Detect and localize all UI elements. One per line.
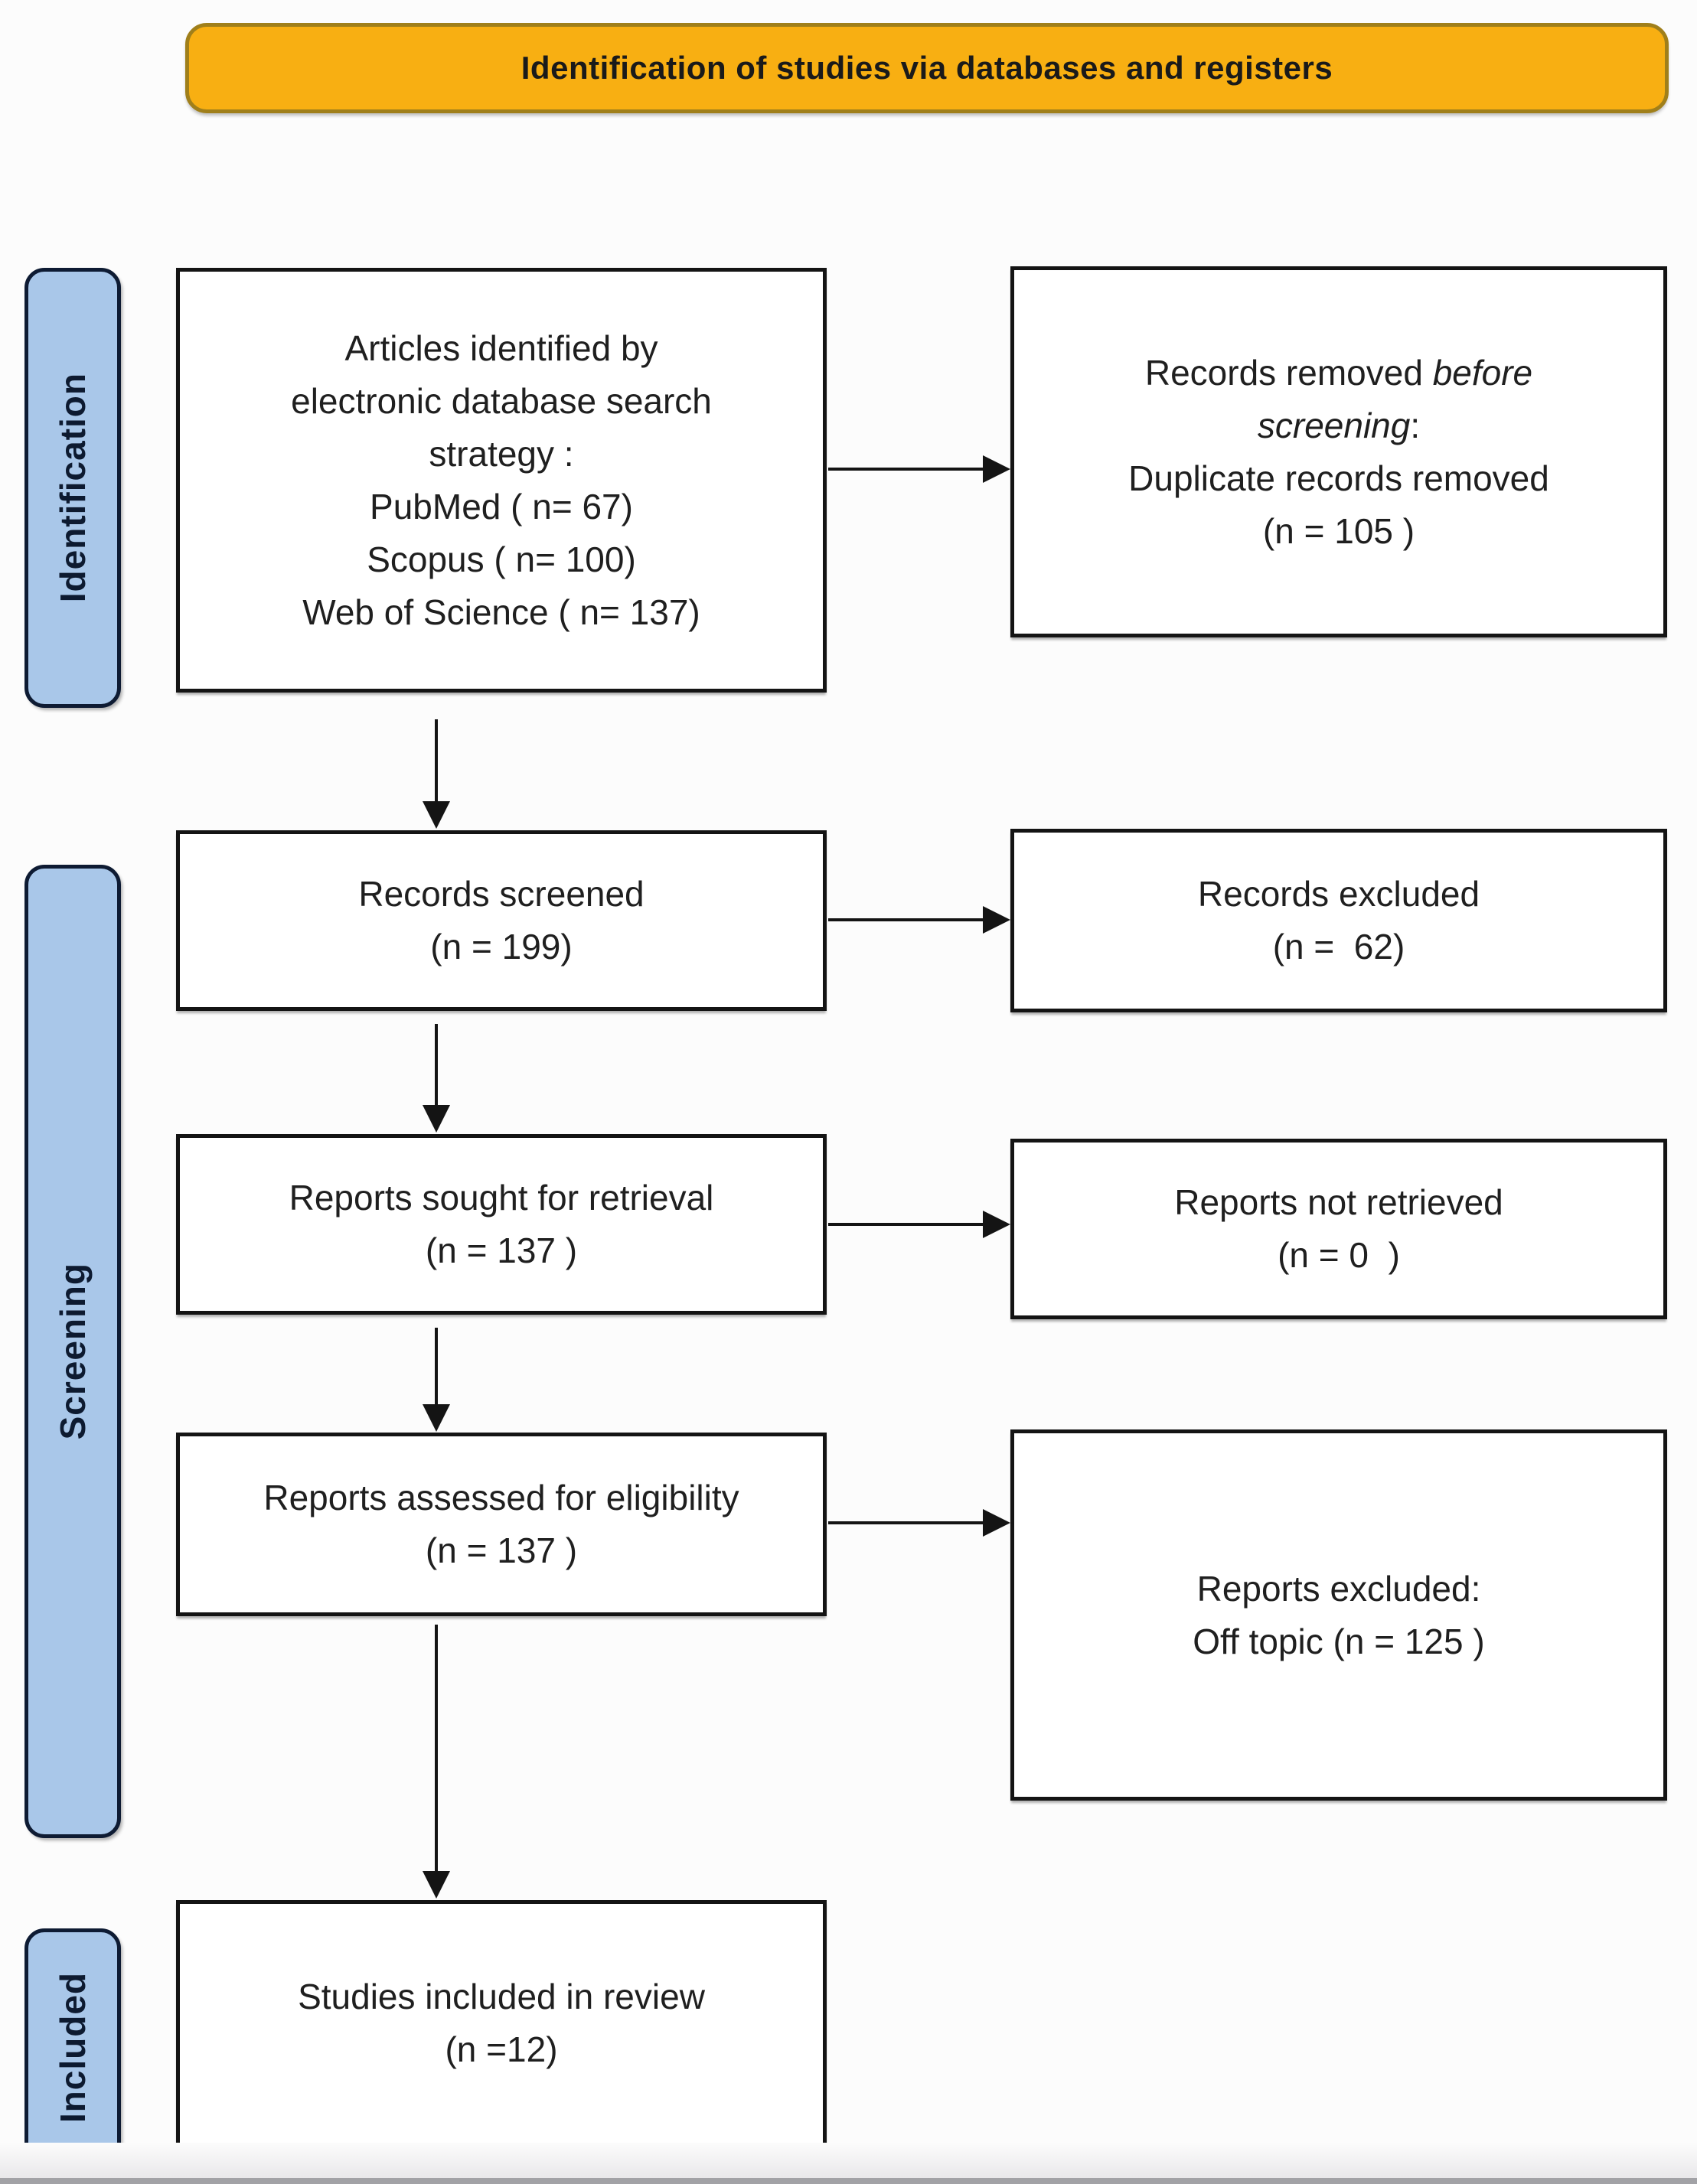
arrow-shaft [828,468,984,471]
box-text-line: electronic database search [291,380,712,421]
stage-label-text: Included [53,1972,93,2124]
arrow-shaft [828,1521,984,1524]
stage-label-identification: Identification [24,268,121,708]
stage-label-text: Identification [53,373,93,603]
arrow-shaft [828,1223,984,1226]
arrow-screened-to-excluded [828,906,1010,934]
stage-label-screening: Screening [24,865,121,1838]
box-text-line: (n = 199) [430,927,573,967]
box-text-line: Scopus ( n= 100) [367,539,636,579]
box-text-line: Reports assessed for eligibility [263,1478,739,1517]
stage-label-included: Included [24,1928,121,2167]
page-bottom-fade [0,2143,1697,2178]
box-text-line: screening: [1258,399,1420,452]
box-text-line: (n = 137 ) [425,1231,578,1270]
box-text-line: PubMed ( n= 67) [370,486,633,526]
box-text-line: Articles identified by [344,328,658,368]
arrow-assessed-to-included [423,1625,450,1899]
box-reports-not-retrieved: Reports not retrieved (n = 0 ) [1010,1139,1667,1319]
box-text-line: Studies included in review [298,1977,705,2016]
box-text-line: Reports sought for retrieval [289,1178,714,1217]
arrow-head-right-icon [983,455,1010,483]
box-articles-identified: Articles identified by electronic databa… [176,268,827,693]
text-segment: Records removed [1144,352,1433,393]
arrow-head-right-icon [983,906,1010,934]
box-reports-assessed: Reports assessed for eligibility (n = 13… [176,1433,827,1616]
arrow-head-down-icon [423,1404,450,1432]
box-reports-sought: Reports sought for retrieval (n = 137 ) [176,1134,827,1315]
arrow-head-down-icon [423,1105,450,1133]
box-text-line: Records removed before [1145,347,1532,399]
arrow-shaft [435,1328,438,1406]
arrow-screened-to-sought [423,1024,450,1133]
box-reports-excluded: Reports excluded: Off topic (n = 125 ) [1010,1429,1667,1801]
box-text-line: (n = 0 ) [1278,1235,1400,1275]
box-text-line: Reports not retrieved [1174,1182,1503,1222]
text-segment-italic: screening [1257,405,1411,445]
box-text-line: (n = 105 ) [1262,510,1415,551]
arrow-shaft [828,918,984,921]
box-text-line: strategy : [429,433,574,474]
arrow-shaft [435,719,438,803]
box-text-line: (n = 137 ) [425,1530,578,1570]
arrow-sought-to-assessed [423,1328,450,1432]
box-records-excluded: Records excluded (n = 62) [1010,829,1667,1012]
box-records-removed-before-screening: Records removed before screening: Duplic… [1010,266,1667,637]
text-segment-italic: before [1432,352,1533,393]
box-text-line: Duplicate records removed [1128,458,1549,498]
banner-title: Identification of studies via databases … [521,50,1333,86]
box-text-line: Off topic (n = 125 ) [1193,1621,1485,1661]
box-text-line: (n = 62) [1272,927,1405,967]
arrow-head-down-icon [423,801,450,829]
box-records-screened: Records screened (n = 199) [176,830,827,1011]
page-bottom-bar [0,2178,1697,2184]
box-text-line: Records excluded [1197,874,1480,914]
banner-identification-of-studies: Identification of studies via databases … [185,23,1669,113]
arrow-shaft [435,1024,438,1107]
arrow-head-right-icon [983,1509,1010,1537]
box-text-line: Reports excluded: [1196,1568,1481,1609]
box-text-line: (n =12) [445,2029,558,2069]
arrow-shaft [435,1625,438,1873]
arrow-head-right-icon [983,1211,1010,1238]
box-studies-included: Studies included in review (n =12) [176,1900,827,2147]
arrow-assessed-to-reports-excluded [828,1509,1010,1537]
box-text-line: Web of Science ( n= 137) [302,592,700,632]
text-segment: : [1410,405,1421,445]
arrow-head-down-icon [423,1871,450,1899]
arrow-sought-to-not-retrieved [828,1211,1010,1238]
box-text-line: Records screened [358,874,645,914]
arrow-identified-to-removed [828,455,1010,483]
stage-label-text: Screening [53,1263,93,1440]
arrow-identified-to-screened [423,719,450,829]
